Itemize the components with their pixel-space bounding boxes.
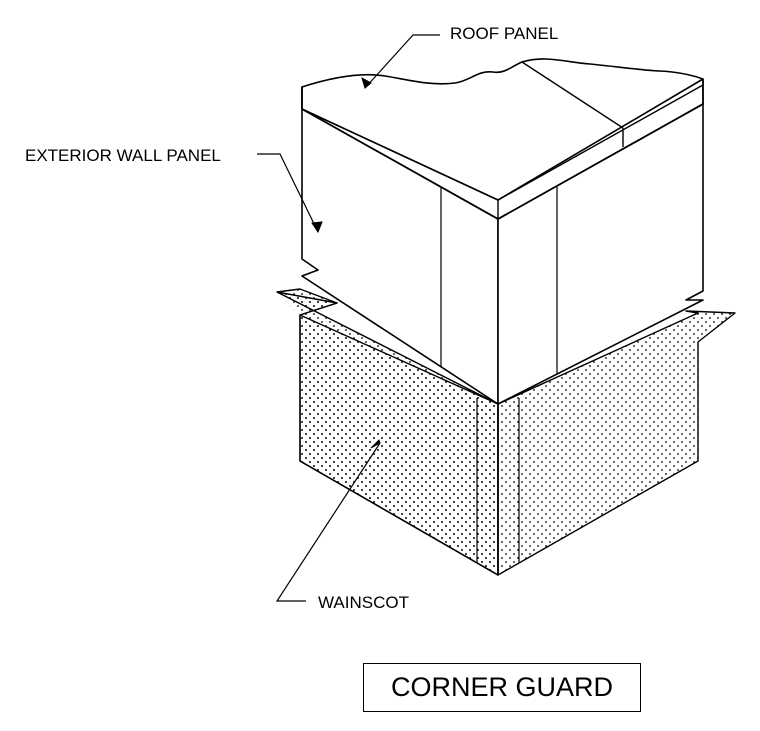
wainscot (276, 288, 736, 576)
wall-panel-seams (440, 182, 558, 374)
wainscot-leader (275, 442, 381, 602)
roof-top-surface (301, 58, 704, 220)
roof-edge-lines (301, 61, 704, 219)
drawing-title: CORNER GUARD (390, 672, 613, 702)
exterior-wall-panel-label: EXTERIOR WALL PANEL (25, 146, 221, 165)
roof-panel (301, 58, 704, 220)
roof-arrowhead (361, 76, 372, 89)
title-block: CORNER GUARD (363, 663, 641, 712)
roof-panel-leader (364, 34, 440, 89)
wainscot-label: WAINSCOT (318, 593, 409, 612)
exterior-wall-leader (257, 153, 319, 233)
corner-guard-trim (476, 398, 520, 575)
wainscot-right-face (497, 310, 736, 576)
wall-arrowhead (311, 221, 323, 234)
roof-panel-label: ROOF PANEL (450, 24, 559, 43)
leader-lines (257, 34, 440, 602)
wainscot-arrowhead (370, 439, 381, 449)
leader-arrowheads (311, 76, 381, 449)
exterior-wall-panels (301, 86, 704, 405)
